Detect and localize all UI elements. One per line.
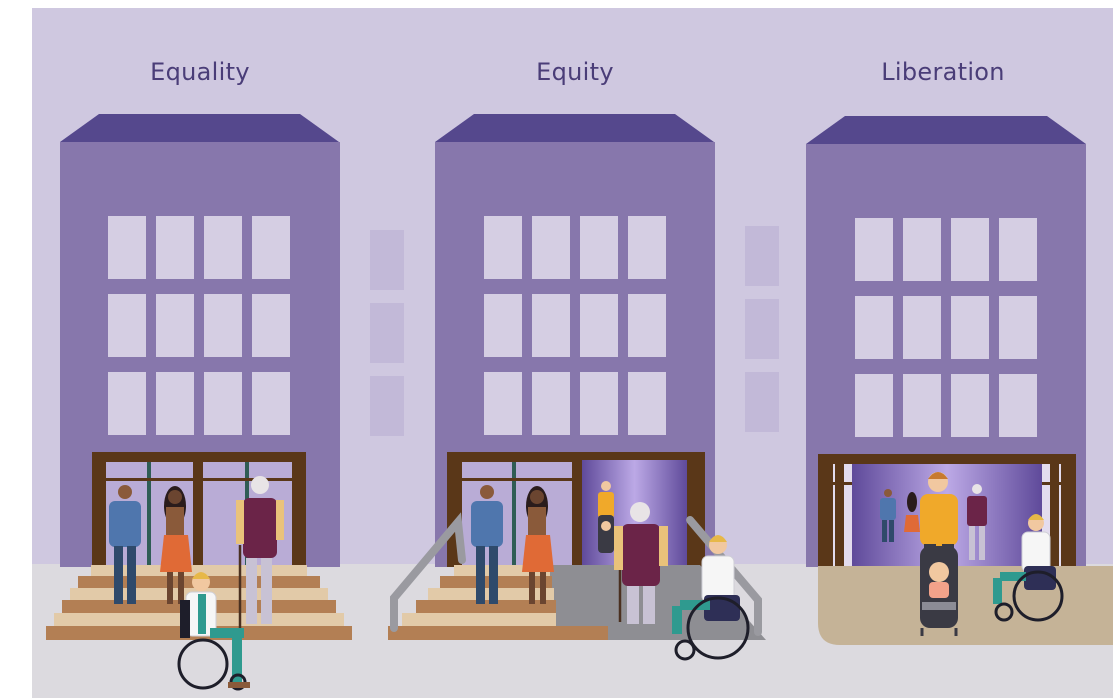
equity-building bbox=[388, 114, 766, 661]
roof bbox=[435, 114, 714, 142]
person-woman-orange-skirt bbox=[522, 486, 554, 604]
person-stroller-parent bbox=[598, 481, 614, 553]
person-man-blue-shirt bbox=[471, 485, 503, 604]
windows bbox=[108, 216, 290, 435]
separator-tiles-right bbox=[745, 226, 779, 432]
person-doctor-wheelchair bbox=[993, 514, 1064, 622]
open-entrance bbox=[818, 454, 1076, 567]
panel-title-liberation: Liberation bbox=[881, 58, 1005, 86]
stroller-with-baby bbox=[920, 546, 958, 636]
person-man-blue-shirt bbox=[109, 485, 141, 604]
windows bbox=[855, 218, 1037, 437]
people-inside bbox=[880, 484, 987, 560]
courtyard-ground bbox=[818, 566, 1113, 645]
separator-tiles-left bbox=[370, 230, 404, 436]
panel-title-equality: Equality bbox=[150, 58, 250, 86]
panel-title-equity: Equity bbox=[536, 58, 614, 86]
roof bbox=[806, 116, 1086, 144]
person-woman-orange-skirt bbox=[160, 486, 192, 604]
person-doctor-wheelchair bbox=[177, 572, 250, 691]
person-elderly-with-cane bbox=[236, 476, 284, 628]
liberation-building bbox=[806, 116, 1113, 645]
roof bbox=[60, 114, 339, 142]
person-doctor-wheelchair bbox=[672, 535, 750, 661]
equality-building bbox=[46, 114, 352, 691]
windows bbox=[484, 216, 666, 435]
person-elderly-with-cane bbox=[614, 502, 668, 624]
